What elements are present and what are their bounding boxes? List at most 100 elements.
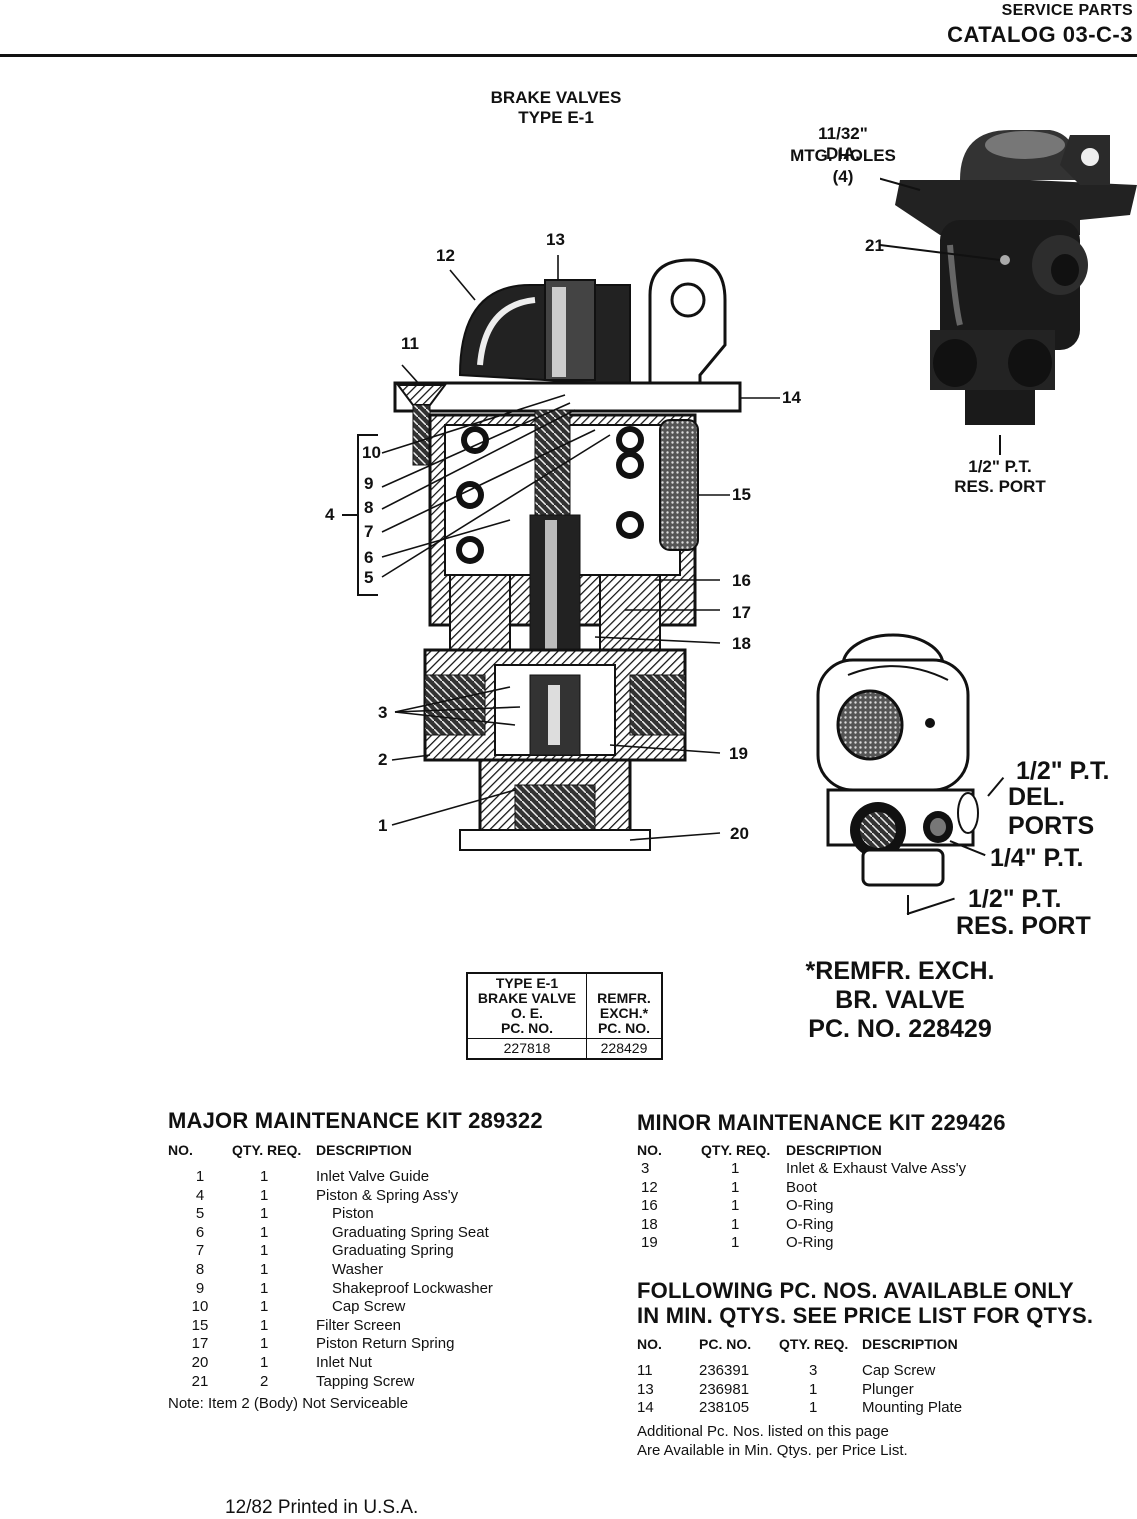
pc-table-col-oe: TYPE E-1 BRAKE VALVE O. E. PC. NO.: [466, 972, 587, 1039]
major-kit-row-desc: Cap Screw: [332, 1298, 406, 1316]
minor-kit-row-no: 18: [641, 1215, 658, 1233]
minor-kit-row-desc: O-Ring: [786, 1215, 834, 1233]
major-kit-row-desc: Inlet Nut: [316, 1353, 372, 1371]
callout-14: 14: [782, 388, 801, 407]
res-port-leader: [999, 435, 1001, 455]
del-ports-label-line1: 1/2" P.T.: [1016, 757, 1110, 785]
pc-table-remfr-line1: REMFR.: [597, 990, 651, 1006]
major-kit-header-desc: DESCRIPTION: [316, 1142, 412, 1158]
res-port-bottom-leader-v: [907, 895, 909, 915]
callout-4: 4: [325, 505, 335, 524]
pc-table-remfr-line3: PC. NO.: [597, 1020, 651, 1036]
major-kit-row-no: 15: [191, 1316, 209, 1334]
callout-15: 15: [732, 485, 751, 504]
following-note-line1: Additional Pc. Nos. listed on this page: [637, 1423, 889, 1440]
callout-13: 13: [546, 230, 565, 249]
major-kit-row-no: 1: [195, 1168, 205, 1185]
major-kit-row-desc: Shakeproof Lockwasher: [332, 1279, 493, 1297]
mtg-hole-label-line3: (4): [832, 167, 854, 186]
remfr-line1: *REMFR. EXCH.: [805, 957, 995, 985]
callout-6: 6: [364, 548, 374, 567]
pc-table-oe-line4: PC. NO.: [500, 1020, 554, 1036]
remfr-valve-photo: [816, 633, 979, 887]
major-kit-row-no: 7: [195, 1242, 205, 1260]
minor-kit-header-qty: QTY. REQ.: [701, 1142, 771, 1158]
major-kit-note: Note: Item 2 (Body) Not Serviceable: [168, 1395, 409, 1412]
following-note: Additional Pc. Nos. listed on this page …: [637, 1422, 908, 1460]
diagram-title-line1: BRAKE VALVES: [490, 88, 622, 107]
header-rule: [0, 54, 1137, 57]
valve-photo-top: [880, 130, 1137, 425]
mtg-hole-label-line1: 11/32" DIA.: [818, 124, 868, 163]
major-kit-row-qty: 1: [260, 1223, 269, 1241]
pc-table-oe-line2: BRAKE VALVE: [477, 990, 577, 1006]
major-kit-row-qty: 1: [260, 1242, 269, 1260]
part-number-table-row: 227818 228429: [466, 1038, 663, 1060]
major-kit-row-no: 9: [195, 1279, 205, 1297]
following-row-pc: 236981: [699, 1380, 750, 1398]
res-port-label-line2: RES. PORT: [954, 477, 1046, 496]
following-row-pc: 236391: [699, 1362, 750, 1379]
following-row-qty: 1: [809, 1399, 818, 1417]
res-port-bottom-label-line2: RES. PORT: [956, 912, 1091, 940]
following-note-line2: Are Available in Min. Qtys. per Price Li…: [637, 1442, 908, 1459]
following-row-qty: 3: [809, 1362, 818, 1379]
major-kit-row-qty: 1: [260, 1335, 269, 1353]
callout-20: 20: [730, 824, 749, 843]
res-port-bottom-leader-h: [906, 897, 955, 915]
part-number-table: TYPE E-1 BRAKE VALVE O. E. PC. NO. REMFR…: [466, 972, 663, 1060]
callout-21: 21: [865, 236, 884, 255]
major-kit-row-desc: Piston Return Spring: [316, 1335, 455, 1353]
major-kit-row-qty: 1: [260, 1279, 269, 1297]
callout-1: 1: [378, 816, 388, 835]
callout-9: 9: [364, 474, 374, 493]
following-row-no: 13: [637, 1380, 654, 1398]
brake-valve-cutaway-diagram: [342, 255, 780, 851]
following-header-qty: QTY. REQ.: [779, 1336, 849, 1352]
following-header-pc: PC. NO.: [699, 1336, 752, 1352]
pc-table-oe-line3: O. E.: [511, 1005, 543, 1021]
callout-16: 16: [732, 571, 751, 590]
major-kit-row-qty: 1: [260, 1298, 269, 1316]
minor-kit-header-no: NO.: [637, 1142, 662, 1158]
major-kit-row-qty: 1: [260, 1316, 269, 1334]
minor-kit-row-desc: Boot: [786, 1178, 817, 1196]
pc-table-oe-line1: TYPE E-1: [495, 975, 559, 991]
res-port-label-line1: 1/2" P.T.: [968, 457, 1032, 476]
callout-19: 19: [729, 744, 748, 763]
major-kit-row-no: 21: [191, 1372, 209, 1390]
major-kit-row-no: 17: [191, 1335, 209, 1353]
following-title: FOLLOWING PC. NOS. AVAILABLE ONLY IN MIN…: [637, 1278, 1093, 1328]
minor-kit-header-row: NO. QTY. REQ. DESCRIPTION: [637, 1142, 997, 1160]
callout-10: 10: [362, 443, 381, 462]
minor-kit-row-no: 19: [641, 1234, 658, 1252]
major-kit-header-row: NO. QTY. REQ. DESCRIPTION: [168, 1142, 528, 1168]
callout-17: 17: [732, 603, 751, 622]
minor-kit-row-no: 12: [641, 1178, 658, 1196]
quarter-port-label: 1/4" P.T.: [990, 844, 1084, 872]
major-kit-row-desc: Washer: [332, 1260, 384, 1278]
following-header-desc: DESCRIPTION: [862, 1336, 958, 1352]
major-kit-row-qty: 1: [260, 1260, 269, 1278]
callout-12: 12: [436, 246, 455, 265]
minor-kit-row-no: 16: [641, 1197, 658, 1215]
diagram-title: BRAKE VALVES TYPE E-1: [480, 88, 632, 128]
callout-3: 3: [378, 703, 388, 722]
following-title-line2: IN MIN. QTYS. SEE PRICE LIST FOR QTYS.: [637, 1303, 1094, 1328]
remfr-line3: PC. NO. 228429: [808, 1015, 992, 1043]
major-kit-row: 17 1 Piston Return Spring: [168, 1335, 528, 1354]
